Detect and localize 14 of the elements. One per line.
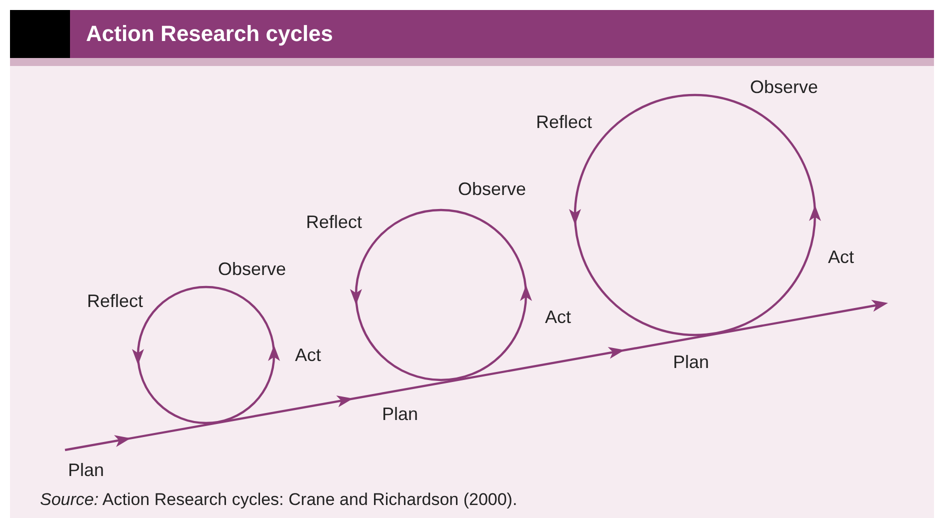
- stage-label: Plan: [673, 352, 710, 372]
- stage-label: Plan: [382, 404, 418, 424]
- stage-label: Observe: [218, 259, 286, 279]
- stage-label: Reflect: [306, 212, 362, 232]
- stage-label: Act: [828, 247, 854, 267]
- stage-label: Observe: [458, 179, 526, 199]
- stage-label: Reflect: [536, 112, 592, 132]
- title: Action Research cycles: [86, 21, 334, 47]
- stage-label: Act: [545, 307, 572, 327]
- source-caption: Source: Action Research cycles: Crane and Richardson (2000).: [40, 490, 518, 510]
- stage-label: Observe: [750, 77, 818, 97]
- stage-label: Act: [295, 345, 322, 365]
- stage-label: Reflect: [87, 291, 144, 311]
- stage-label: Plan: [68, 460, 104, 480]
